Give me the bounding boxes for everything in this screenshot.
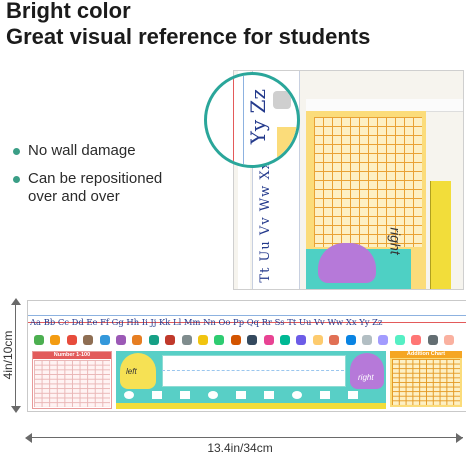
arrow-down-icon [11, 406, 21, 413]
photo-letters: Tt Uu Vv Ww Xx [258, 161, 273, 283]
shape-icon [152, 391, 162, 399]
feature-text: No wall damage [28, 142, 136, 159]
picture-icon [427, 335, 438, 345]
headline-secondary: Great visual reference for students [6, 24, 371, 49]
right-hand-label: right [358, 373, 374, 382]
picture-icon [50, 335, 61, 345]
shape-icon [180, 391, 190, 399]
name-writing-area [162, 355, 346, 387]
arrow-left-icon [25, 433, 32, 443]
bottom-ruler [116, 403, 386, 409]
picture-icon [280, 335, 290, 345]
magnifier-blue-line [243, 75, 244, 165]
left-hand-label: left [126, 367, 137, 376]
addition-chart-title: Addition Chart [390, 351, 462, 358]
picture-icon [99, 335, 110, 345]
picture-icon [394, 335, 405, 345]
picture-icon [214, 335, 225, 345]
zebra-icon [273, 91, 291, 109]
bullet-icon [13, 176, 20, 183]
picture-icon [345, 335, 356, 345]
number-chart: Number 1-100 [32, 351, 112, 409]
height-label: 4in/10cm [1, 330, 15, 380]
number-chart-title: Number 1-100 [33, 352, 111, 359]
shape-icon [348, 391, 358, 399]
picture-icon [247, 335, 258, 345]
feature-item-continued: over and over [28, 188, 120, 206]
bullet-icon [13, 148, 20, 155]
shape-icon [208, 391, 218, 399]
left-hand-icon [120, 353, 156, 389]
picture-icon [411, 335, 422, 345]
picture-icon [329, 335, 340, 345]
picture-icon [181, 335, 192, 345]
picture-icon [198, 335, 208, 345]
photo-ruler [430, 181, 451, 289]
shape-icon [292, 391, 302, 399]
picture-icon [296, 335, 307, 345]
feature-item: Can be repositioned [13, 170, 163, 188]
photo-chart-grid [314, 117, 422, 247]
picture-icon [312, 335, 323, 345]
width-label: 13.4in/34cm [207, 441, 273, 455]
picture-icon [165, 335, 176, 345]
picture-icon [378, 335, 389, 345]
picture-icon-row [34, 335, 460, 347]
magnifier-chart [277, 127, 297, 165]
shape-icon [320, 391, 330, 399]
name-panel: left right [116, 351, 386, 407]
feature-text: over and over [28, 188, 120, 205]
arrow-up-icon [11, 298, 21, 305]
handwriting-guide-lines [28, 315, 466, 323]
shapes-row [124, 391, 374, 405]
height-dimension-line [15, 300, 16, 410]
picture-icon [34, 335, 44, 345]
shape-icon [264, 391, 274, 399]
name-plate-card: Aa Bb Cc Dd Ee Ff Gg Hh Ii Jj Kk Ll Mm N… [27, 300, 466, 412]
width-dimension-line [27, 437, 463, 438]
headline-primary: Bright color [6, 0, 131, 23]
picture-icon [116, 335, 126, 345]
magnifier-letters: Yy Zz [246, 89, 270, 145]
writing-midline [162, 370, 344, 371]
picture-icon [444, 335, 454, 345]
picture-icon [263, 335, 274, 345]
picture-icon [362, 335, 372, 345]
picture-icon [132, 335, 143, 345]
alphabet-row: Aa Bb Cc Dd Ee Ff Gg Hh Ii Jj Kk Ll Mm N… [30, 317, 383, 327]
feature-text: Can be repositioned [28, 170, 163, 187]
number-chart-grid [34, 360, 110, 407]
shape-icon [236, 391, 246, 399]
shape-icon [124, 391, 134, 399]
picture-icon [148, 335, 159, 345]
photo-hand-label: right [387, 227, 404, 255]
number-line [28, 303, 466, 311]
picture-icon [83, 335, 94, 345]
magnifier-circle: Yy Zz [204, 72, 300, 168]
magnifier-red-line [233, 75, 234, 165]
addition-chart-grid [392, 359, 460, 405]
addition-chart: Addition Chart [390, 351, 462, 407]
picture-icon [230, 335, 241, 345]
picture-icon [66, 335, 77, 345]
right-hand-icon [350, 353, 384, 389]
feature-item: No wall damage [13, 142, 136, 160]
arrow-right-icon [456, 433, 463, 443]
photo-hand-icon [318, 243, 376, 283]
